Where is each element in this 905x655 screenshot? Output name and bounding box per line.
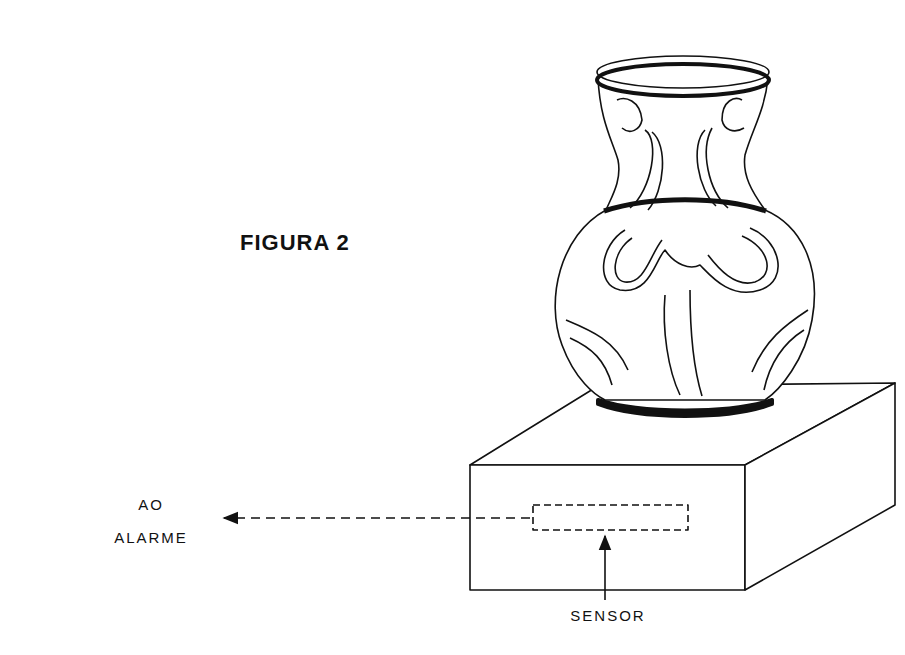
neck-decor	[617, 99, 642, 132]
base-band	[598, 400, 772, 416]
rim-band	[597, 64, 769, 96]
pedestal-side	[745, 383, 895, 590]
neck-decor	[630, 130, 663, 210]
sensor-outline	[533, 505, 688, 530]
pedestal-front	[470, 465, 745, 590]
alarm-label: AO ALARME	[103, 488, 199, 554]
vase-rim	[597, 56, 769, 88]
neck-decor	[722, 99, 744, 131]
body-decor	[664, 290, 702, 396]
shoulder-band	[604, 200, 766, 211]
sensor-leader	[604, 536, 606, 600]
vase-outline	[555, 78, 814, 400]
body-decor	[604, 228, 779, 292]
figure-title: FIGURA 2	[240, 230, 350, 256]
body-decor	[615, 236, 767, 283]
neck-decor	[697, 128, 728, 208]
sensor-label: SENSOR	[548, 606, 668, 626]
body-decor	[566, 320, 628, 385]
alarm-lead	[224, 517, 530, 519]
body-decor	[752, 310, 808, 390]
